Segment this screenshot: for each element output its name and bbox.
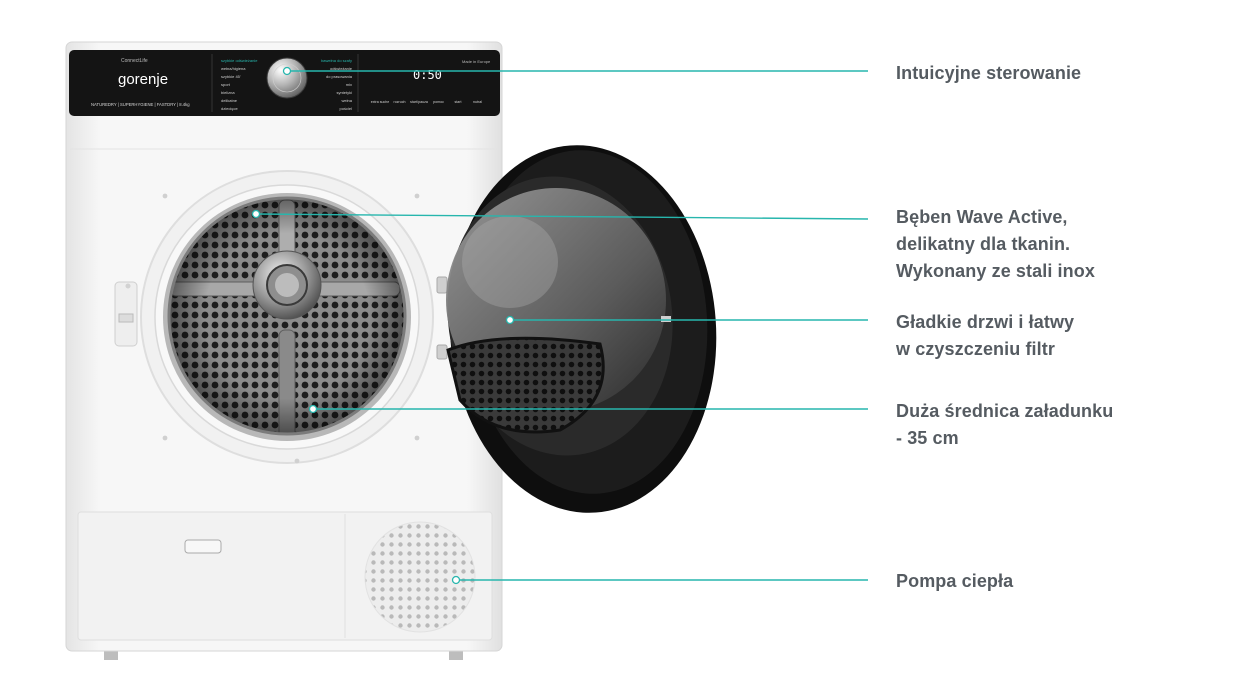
program-label: odświeżanie	[330, 66, 353, 71]
program-list-right: bawełna do szafy odświeżanie do prasowania…	[321, 58, 353, 111]
program-label: syntetyki	[336, 90, 352, 95]
origin-label: Made in Europe	[462, 59, 491, 64]
program-list-left: szybkie odświeżanie wełna/higiena szybkie …	[221, 58, 258, 111]
panel-button-label[interactable]: start	[455, 100, 462, 104]
panel-button-label[interactable]: rozruch	[394, 100, 406, 104]
callout-drum-line-2: delikatny dla tkanin.	[896, 234, 1071, 254]
program-label: szybkie odświeżanie	[221, 58, 258, 63]
panel-button-label[interactable]: extra suche	[371, 100, 390, 104]
program-label: mix	[346, 82, 352, 87]
display-time: 0:50	[413, 68, 442, 82]
leader-lines	[255, 70, 869, 581]
program-label: sport	[221, 82, 231, 87]
brand-logo: gorenje	[118, 71, 168, 88]
program-label: wełna	[342, 98, 353, 103]
program-label: pościel	[340, 106, 353, 111]
leader-dots	[251, 66, 515, 585]
program-label: do prasowania	[326, 74, 353, 79]
callout-controls: Intuicyjne sterowanie	[896, 60, 1081, 87]
callout-drum: Bęben Wave Active, delikatny dla tkanin.…	[896, 204, 1095, 285]
panel-button-label[interactable]: start/pauza	[410, 100, 428, 104]
callout-door: Gładkie drzwi i łatwy w czyszczeniu filt…	[896, 309, 1074, 363]
callout-drum-line-3: Wykonany ze stali inox	[896, 261, 1095, 281]
program-label: bawełna do szafy	[321, 58, 352, 63]
panel-buttons: extra suche rozruch start/pauza pomoc start n…	[371, 100, 482, 104]
callout-heatpump: Pompa ciepła	[896, 568, 1013, 595]
feature-strip: NATUREDRY | SUPERHYGIENE | FASTDRY | 8.4…	[91, 102, 190, 107]
program-label: dziecięce	[221, 106, 238, 111]
connectivity-label: ConnectLife	[121, 58, 148, 64]
callout-door-line-2: w czyszczeniu filtr	[896, 339, 1055, 359]
water-tank-handle[interactable]	[184, 539, 222, 554]
callout-heatpump-line: Pompa ciepła	[896, 571, 1014, 591]
program-label: delikatne	[221, 98, 238, 103]
panel-button-label[interactable]: pomoc	[433, 100, 444, 104]
callout-opening-line-2: - 35 cm	[896, 428, 959, 448]
callout-controls-line: Intuicyjne sterowanie	[896, 63, 1082, 83]
program-label: szybkie 45'	[221, 74, 241, 79]
program-label: bielizna	[221, 90, 235, 95]
callout-opening-line-1: Duża średnica załadunku	[896, 401, 1114, 421]
callout-opening: Duża średnica załadunku - 35 cm	[896, 398, 1113, 452]
panel-button-label[interactable]: nutral	[473, 100, 482, 104]
program-label: wełna/higiena	[221, 66, 246, 71]
callout-door-line-1: Gładkie drzwi i łatwy	[896, 312, 1075, 332]
callout-drum-line-1: Bęben Wave Active,	[896, 207, 1068, 227]
